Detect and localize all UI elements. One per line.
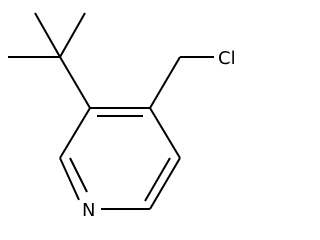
bond-c5-c6 <box>149 157 181 210</box>
bond-tbutyl-methyl-left <box>34 12 61 58</box>
pyridine-ring-bonds <box>59 107 181 210</box>
bond-c2-c3 <box>59 107 91 159</box>
bond-tbutyl-methyl-right <box>59 12 86 58</box>
molecule-diagram: Cl N <box>8 12 236 221</box>
bond-c5-c6-inner <box>144 157 171 202</box>
atom-label-nitrogen: N <box>82 200 95 221</box>
bond-n1-c2 <box>59 157 80 201</box>
chloromethyl-bonds <box>149 56 214 109</box>
bond-n1-c2-inner <box>69 157 88 193</box>
bond-c4-c5 <box>149 107 181 159</box>
tert-butyl-bonds <box>8 12 91 109</box>
bond-tbutyl-ring <box>59 56 91 109</box>
atom-label-chlorine: Cl <box>218 48 236 69</box>
bond-c4-ch2 <box>149 56 181 109</box>
